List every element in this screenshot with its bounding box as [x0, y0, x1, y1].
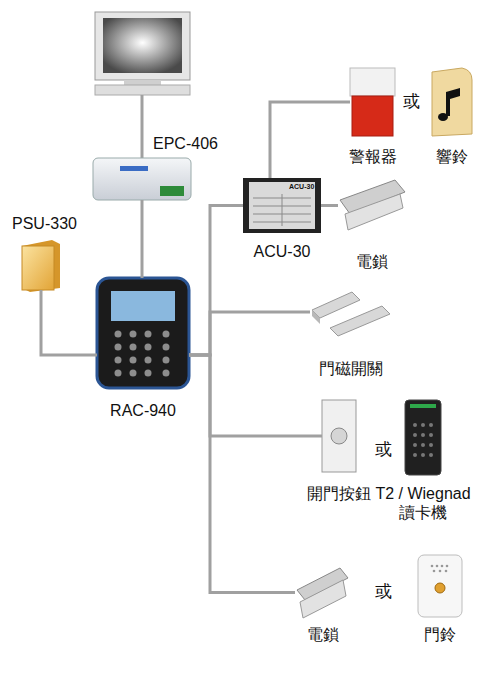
- reader-led: [410, 404, 436, 408]
- wire: [141, 95, 144, 158]
- converter-badge: [120, 166, 148, 171]
- keypad: [115, 331, 170, 377]
- wire: [41, 290, 97, 355]
- reader-body: [405, 400, 441, 475]
- psu-front: [22, 246, 54, 290]
- doorbell-button: [435, 583, 445, 593]
- music-note-head: [438, 113, 448, 121]
- siren-lens: [352, 96, 393, 136]
- device-box: 響鈴: [432, 68, 472, 136]
- converter-icon: [93, 158, 191, 200]
- monitor-icon: [95, 12, 190, 95]
- relay-unit-icon: [243, 178, 321, 233]
- device-label: 電鎖: [332, 252, 412, 271]
- device-box: 電鎖: [338, 178, 406, 233]
- door-contact-icon: [312, 292, 390, 336]
- device-label: PSU-330: [12, 214, 102, 233]
- card-reader-icon: [405, 400, 441, 475]
- device-box: T2 / Wiegnad 讀卡機: [405, 400, 441, 475]
- device-label: EPC-406: [153, 134, 243, 153]
- bell-plate: [432, 68, 472, 136]
- device-label: ACU-30: [232, 242, 332, 261]
- button-cap: [331, 428, 347, 444]
- wire: [141, 200, 144, 278]
- wire: [189, 355, 322, 436]
- contact-magnet-side: [312, 310, 320, 324]
- terminal-block: [160, 186, 184, 196]
- lock-icon: [340, 180, 405, 230]
- wire: [321, 204, 338, 207]
- device-box: 開門按鈕: [322, 400, 356, 472]
- doorbell-speaker: [431, 565, 449, 573]
- device-label: RAC-940: [88, 401, 198, 420]
- device-label: 門磁開關: [301, 359, 401, 378]
- alternative-mark: 或: [403, 92, 420, 111]
- monitor-frame: [95, 12, 190, 80]
- relay-panel: [249, 182, 315, 229]
- monitor-neck: [124, 80, 161, 85]
- doorbell-body: [418, 555, 462, 617]
- device-label: 開門按鈕: [294, 484, 384, 503]
- device-label: 門鈴: [400, 625, 480, 644]
- lock-plate: [345, 194, 403, 230]
- relay-case: [243, 178, 321, 233]
- device-marking: ACU-30: [289, 182, 314, 191]
- music-note: [446, 88, 460, 116]
- wire: [189, 206, 243, 356]
- device-box: 門磁開關: [310, 288, 392, 336]
- controller-icon: [97, 278, 189, 388]
- device-label: 電鎖: [283, 625, 363, 644]
- device-label: T2 / Wiegnad 讀卡機: [368, 484, 478, 522]
- wire: [189, 312, 310, 355]
- controller-body: [97, 278, 189, 388]
- device-box: 門鈴: [418, 555, 462, 617]
- button-plate: [322, 400, 356, 472]
- relay-rows: [253, 194, 311, 226]
- alternative-mark: 或: [375, 582, 392, 601]
- lock-icon: [297, 568, 348, 618]
- lock-plate: [300, 580, 346, 618]
- power-supply-icon: [22, 240, 60, 292]
- converter-body: [93, 158, 191, 200]
- device-label: 響鈴: [412, 147, 492, 166]
- alternative-mark: 或: [375, 440, 392, 459]
- exit-button-icon: [322, 400, 356, 472]
- psu-side: [22, 240, 60, 292]
- device-box: RAC-940: [97, 278, 189, 388]
- wire: [270, 102, 350, 178]
- contact-switch: [330, 306, 390, 336]
- device-box: EPC-406: [93, 158, 191, 200]
- siren-top: [350, 68, 395, 96]
- doorbell-icon: [418, 555, 462, 617]
- device-label: 警報器: [333, 147, 413, 166]
- device-box: 警報器: [350, 68, 395, 136]
- contact-magnet: [312, 292, 360, 318]
- wire: [189, 355, 295, 593]
- monitor-base: [95, 85, 190, 95]
- device-box: PSU-330: [22, 240, 60, 290]
- monitor-screen: [103, 18, 182, 73]
- bell-icon: [432, 68, 472, 136]
- device-box: 電鎖: [295, 565, 350, 620]
- controller-screen: [111, 291, 175, 321]
- reader-keys: [413, 423, 433, 457]
- siren-icon: [350, 68, 395, 136]
